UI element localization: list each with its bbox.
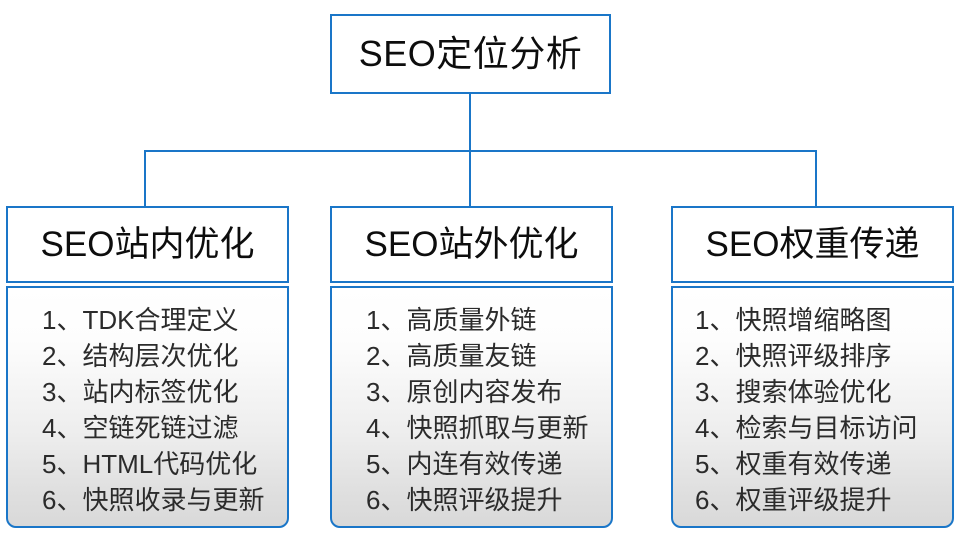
branch-3-header: SEO权重传递: [671, 206, 954, 283]
root-node: SEO定位分析: [330, 14, 611, 94]
list-item: 6、快照评级提升: [366, 485, 563, 515]
list-item: 1、TDK合理定义: [42, 305, 239, 335]
branch-column-1: SEO站内优化 1、TDK合理定义 2、结构层次优化 3、站内标签优化 4、空链…: [6, 206, 289, 528]
connector-branch-1-vertical: [144, 150, 146, 208]
branch-2-list: 1、高质量外链 2、高质量友链 3、原创内容发布 4、快照抓取与更新 5、内连有…: [332, 302, 588, 518]
list-item: 3、搜索体验优化: [695, 377, 892, 407]
list-item: 1、高质量外链: [366, 305, 537, 335]
list-item: 3、站内标签优化: [42, 377, 239, 407]
list-item: 5、内连有效传递: [366, 449, 563, 479]
branch-column-3: SEO权重传递 1、快照增缩略图 2、快照评级排序 3、搜索体验优化 4、检索与…: [671, 206, 954, 528]
list-item: 2、高质量友链: [366, 341, 537, 371]
branch-2-title: SEO站外优化: [364, 225, 579, 264]
branch-3-body: 1、快照增缩略图 2、快照评级排序 3、搜索体验优化 4、检索与目标访问 5、权…: [671, 286, 954, 528]
connector-root-vertical: [469, 94, 471, 152]
list-item: 2、结构层次优化: [42, 341, 239, 371]
list-item: 2、快照评级排序: [695, 341, 892, 371]
branch-1-list: 1、TDK合理定义 2、结构层次优化 3、站内标签优化 4、空链死链过滤 5、H…: [8, 302, 264, 518]
list-item: 4、空链死链过滤: [42, 413, 239, 443]
connector-branch-3-vertical: [815, 150, 817, 208]
list-item: 1、快照增缩略图: [695, 305, 892, 335]
branch-1-body: 1、TDK合理定义 2、结构层次优化 3、站内标签优化 4、空链死链过滤 5、H…: [6, 286, 289, 528]
branch-3-title: SEO权重传递: [705, 225, 920, 264]
branch-1-title: SEO站内优化: [40, 225, 255, 264]
list-item: 4、检索与目标访问: [695, 413, 918, 443]
list-item: 6、权重评级提升: [695, 485, 892, 515]
branch-2-body: 1、高质量外链 2、高质量友链 3、原创内容发布 4、快照抓取与更新 5、内连有…: [330, 286, 613, 528]
branch-1-header: SEO站内优化: [6, 206, 289, 283]
list-item: 3、原创内容发布: [366, 377, 563, 407]
branch-column-2: SEO站外优化 1、高质量外链 2、高质量友链 3、原创内容发布 4、快照抓取与…: [330, 206, 613, 528]
connector-horizontal-bus: [144, 150, 817, 152]
root-node-title: SEO定位分析: [358, 33, 583, 74]
connector-branch-2-vertical: [469, 150, 471, 208]
branch-3-list: 1、快照增缩略图 2、快照评级排序 3、搜索体验优化 4、检索与目标访问 5、权…: [673, 302, 917, 518]
list-item: 5、权重有效传递: [695, 449, 892, 479]
list-item: 5、HTML代码优化: [42, 449, 258, 479]
list-item: 4、快照抓取与更新: [366, 413, 589, 443]
branch-2-header: SEO站外优化: [330, 206, 613, 283]
list-item: 6、快照收录与更新: [42, 485, 265, 515]
